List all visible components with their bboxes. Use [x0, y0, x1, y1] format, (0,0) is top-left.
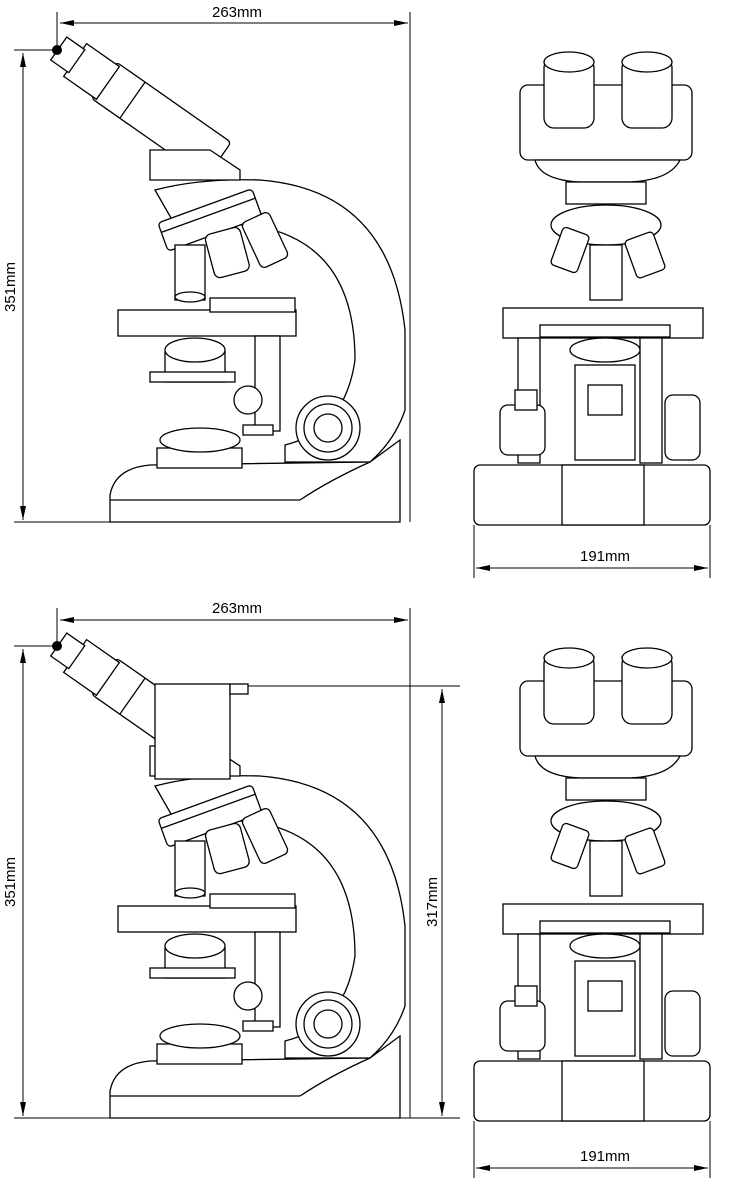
front-view-trinocular: [473, 647, 711, 1122]
dimension-lines-top: [14, 12, 711, 578]
height-dimension-label: 351mm: [2, 857, 19, 907]
width-dimension-label: 263mm: [212, 4, 262, 21]
width-dimension-label: 263mm: [212, 600, 262, 617]
side-view-binocular: [45, 29, 406, 523]
trinocular-height-dimension-label: 317mm: [424, 877, 441, 927]
front-width-dimension-label: 191mm: [580, 548, 630, 565]
side-view-trinocular: [45, 625, 406, 1119]
front-view-binocular: [473, 51, 711, 526]
dimension-lines-bottom: [14, 608, 711, 1178]
front-width-dimension-label: 191mm: [580, 1148, 630, 1165]
height-dimension-label: 351mm: [2, 262, 19, 312]
